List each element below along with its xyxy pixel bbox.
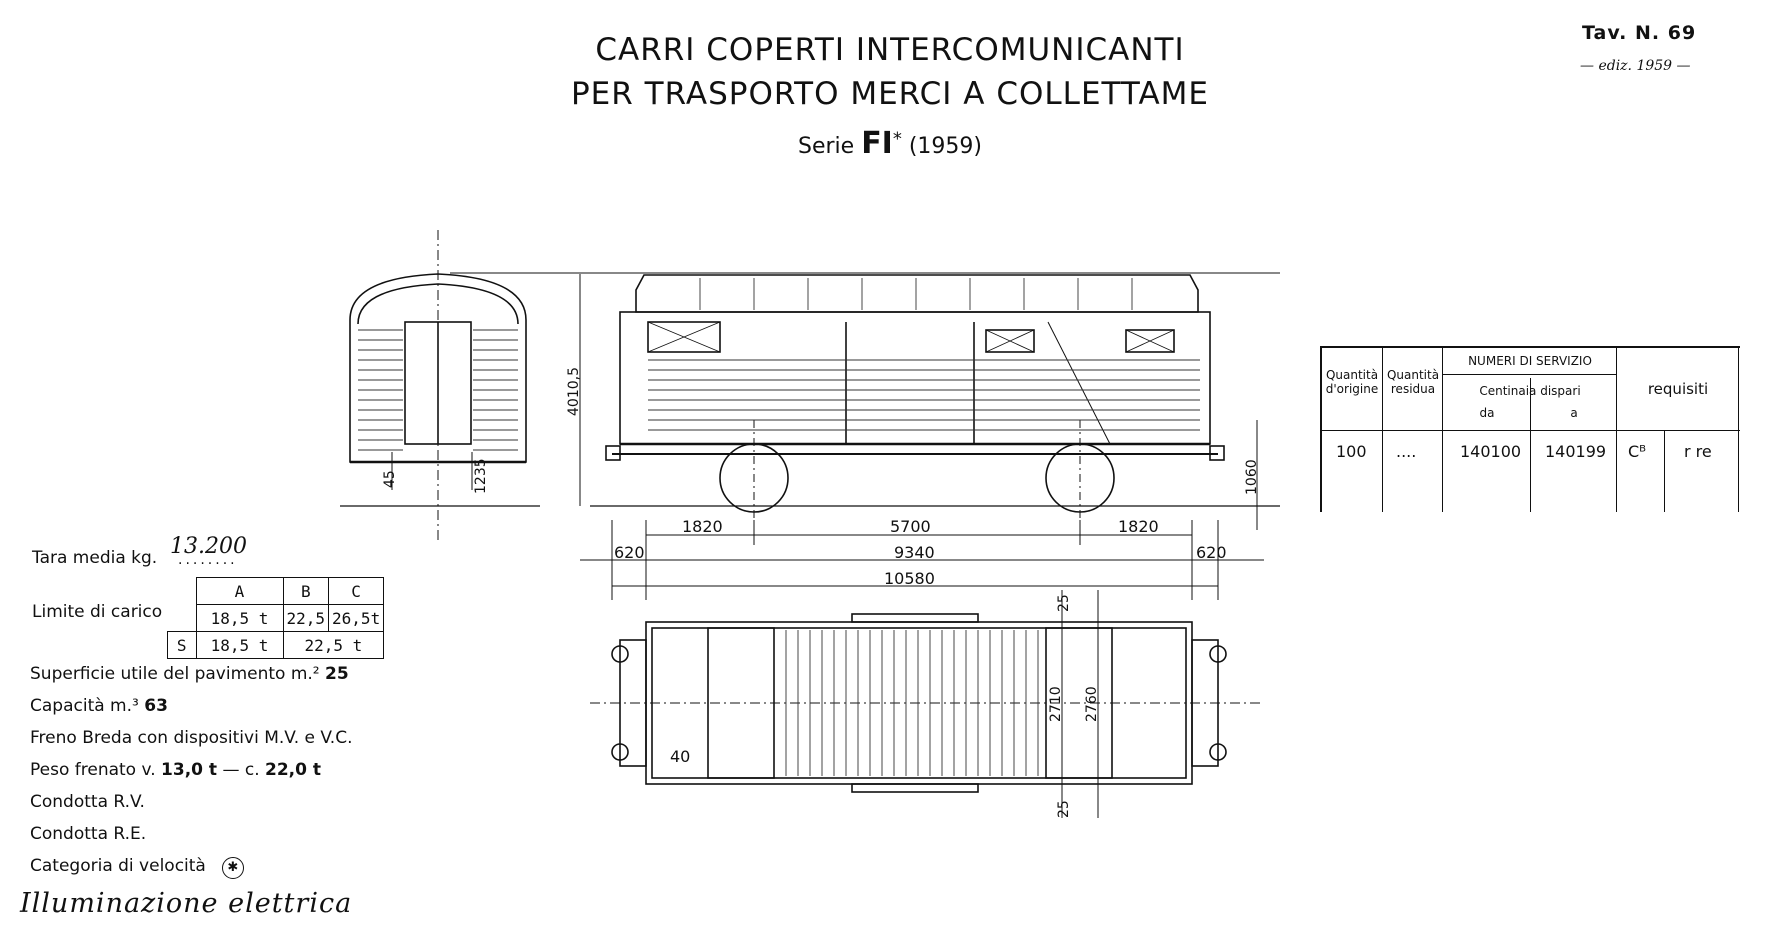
- capacita-line: Capacità m.³ 63: [30, 696, 168, 716]
- svc-col-sep-2: [1442, 346, 1443, 512]
- svc-val-origine: 100: [1336, 442, 1367, 461]
- end-view: [340, 230, 540, 540]
- svc-val-da: 140100: [1460, 442, 1522, 461]
- svc-col-sep-1: [1382, 346, 1383, 512]
- peso-label: Peso frenato v.: [30, 760, 162, 780]
- capacita-value: 63: [144, 696, 168, 716]
- peso-line: Peso frenato v. 13,0 t — c. 22,0 t: [30, 760, 321, 780]
- series-code: FI: [861, 126, 893, 161]
- condotta-re: Condotta R.E.: [30, 824, 147, 844]
- svc-table-left: [1320, 346, 1322, 512]
- table-number: Tav. N. 69: [1582, 22, 1697, 44]
- categoria-line: Categoria di velocità ✱: [30, 856, 244, 879]
- svc-row-sep-1: [1442, 374, 1616, 375]
- dim-body-length: 9340: [894, 543, 935, 562]
- series-year: (1959): [908, 134, 982, 159]
- dim-total-length: 10580: [884, 569, 935, 588]
- title-line-2: PER TRASPORTO MERCI A COLLETTAME: [570, 76, 1209, 112]
- asterisk-circle-icon: ✱: [221, 857, 244, 879]
- series-mark: *: [892, 128, 902, 150]
- load-header-a: A: [195, 577, 284, 605]
- load-limit-table: A B C 18,5 t 22,5 26,5t S 18,5 t 22,5 t: [167, 577, 385, 659]
- categoria-label: Categoria di velocità: [30, 856, 206, 876]
- superficie-line: Superficie utile del pavimento m.² 25: [30, 664, 349, 684]
- dim-wheelbase-right: 1820: [1118, 517, 1159, 536]
- tara-label: Tara media kg.: [32, 548, 158, 568]
- dim-1060: 1060: [1244, 459, 1260, 495]
- dim-1235: 1235: [473, 458, 489, 494]
- svc-col-a: a: [1570, 406, 1578, 420]
- svc-col-residua: Quantità residua: [1386, 368, 1440, 396]
- peso-v: 13,0 t: [161, 760, 218, 780]
- svc-val-req1: Cᴮ: [1628, 442, 1647, 461]
- edition-label: — ediz. 1959 —: [1580, 58, 1691, 74]
- load-c: 26,5t: [328, 604, 385, 632]
- svc-col-sep-5: [1664, 430, 1665, 512]
- dim-plan-2710: 2710: [1048, 686, 1064, 722]
- condotta-rv: Condotta R.V.: [30, 792, 145, 812]
- capacita-label: Capacità m.³: [30, 696, 145, 716]
- dim-wheelbase-left: 1820: [682, 517, 723, 536]
- svc-col-centinaia: Centinaia dispari: [1479, 384, 1581, 398]
- title-line-1: CARRI COPERTI INTERCOMUNICANTI: [595, 32, 1185, 68]
- svc-val-a: 140199: [1545, 442, 1607, 461]
- svc-table-top: [1320, 346, 1740, 348]
- tara-value: 13.200: [170, 534, 247, 559]
- superficie-label: Superficie utile del pavimento m.²: [30, 664, 326, 684]
- load-s-bc: 22,5 t: [282, 631, 385, 659]
- series-label: Serie: [797, 134, 855, 159]
- load-header-b: B: [282, 577, 330, 605]
- superficie-value: 25: [325, 664, 349, 684]
- dim-wheelbase-center: 5700: [890, 517, 931, 536]
- series-line: Serie FI* (1959): [560, 126, 1220, 161]
- svc-col-sep-3: [1530, 378, 1531, 512]
- load-header-c: C: [328, 577, 385, 605]
- freno-line: Freno Breda con dispositivi M.V. e V.C.: [30, 728, 353, 748]
- svc-col-requisiti: requisiti: [1647, 380, 1709, 398]
- dim-45: 45: [382, 470, 398, 488]
- svc-col-da: da: [1479, 406, 1495, 420]
- dim-overhang-right: 620: [1196, 543, 1227, 562]
- svc-col-origine: Quantità d'origine: [1325, 368, 1379, 396]
- svc-col-numeri: NUMERI DI SERVIZIO: [1468, 354, 1592, 368]
- peso-sep: — c.: [217, 760, 266, 780]
- svc-val-residua: ....: [1396, 442, 1417, 461]
- svc-col-sep-4: [1616, 346, 1617, 512]
- dim-overhang-left: 620: [614, 543, 645, 562]
- dim-plan-25-bottom: 25: [1056, 800, 1072, 818]
- svc-val-req2: r re: [1684, 442, 1712, 461]
- dim-plan-2760: 2760: [1084, 686, 1100, 722]
- title-block: CARRI COPERTI INTERCOMUNICANTI PER TRASP…: [560, 28, 1220, 161]
- load-s-a: 18,5 t: [195, 631, 284, 659]
- peso-c: 22,0 t: [265, 760, 322, 780]
- plan-view: [590, 590, 1264, 818]
- side-view: [450, 272, 1280, 530]
- load-a: 18,5 t: [195, 604, 284, 632]
- svc-col-sep-6: [1738, 346, 1739, 512]
- handwritten-note: Illuminazione elettrica: [20, 888, 353, 919]
- load-b: 22,5: [282, 604, 330, 632]
- tara-dots: ........: [178, 552, 238, 568]
- dim-plan-40: 40: [670, 747, 690, 766]
- dim-plan-25-top: 25: [1056, 594, 1072, 612]
- limit-label: Limite di carico: [32, 602, 163, 622]
- dim-height-total: 4010,5: [566, 367, 582, 416]
- load-s-prefix: S: [167, 631, 197, 659]
